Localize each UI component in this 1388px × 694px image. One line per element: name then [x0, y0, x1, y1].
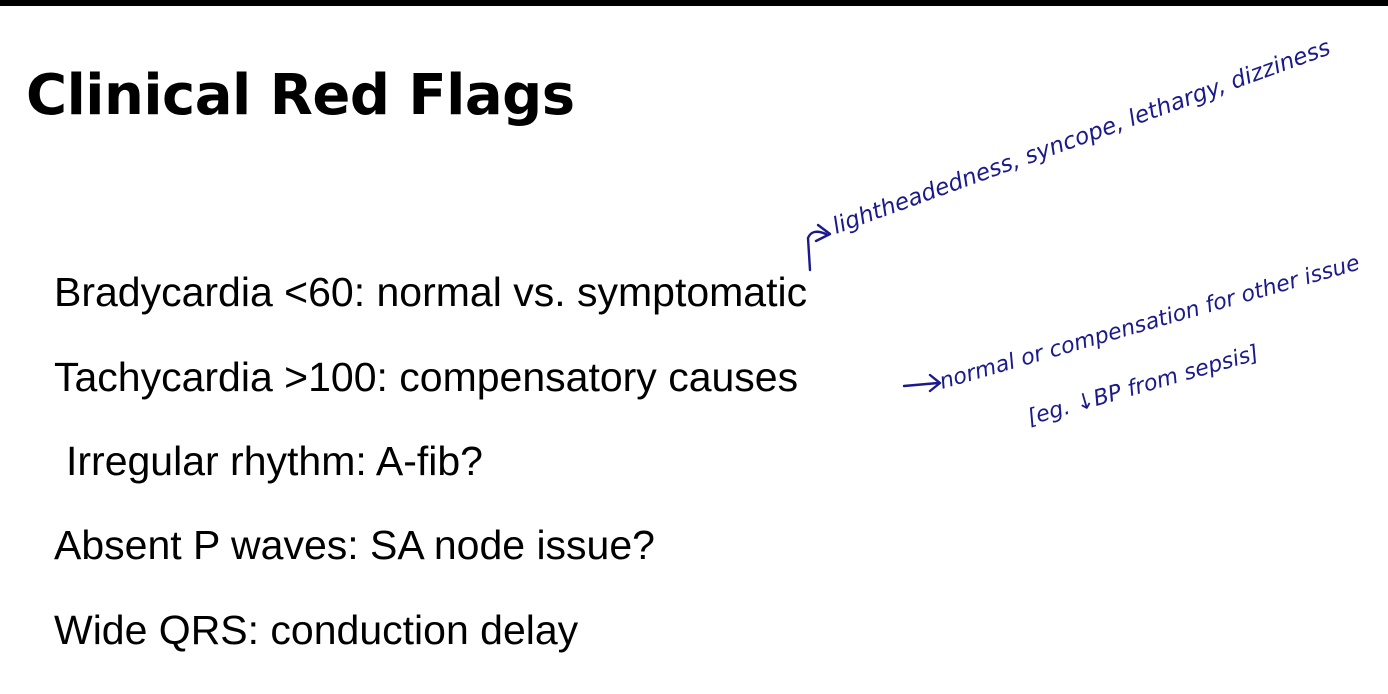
bullet-absent-p-waves: Absent P waves: SA node issue?	[54, 522, 655, 568]
annotation-arrowhead-tachycardia	[928, 373, 942, 393]
bullet-tachycardia: Tachycardia >100: compensatory causes	[54, 354, 799, 400]
annotation-arrow-tachycardia	[902, 381, 940, 388]
slide-title: Clinical Red Flags	[26, 63, 575, 128]
bullet-bradycardia: Bradycardia <60: normal vs. symptomatic	[54, 269, 808, 315]
annotation-symptoms: lightheadedness, syncope, lethargy, dizz…	[829, 35, 1334, 240]
bullet-irregular-rhythm: Irregular rhythm: A-fib?	[66, 438, 483, 484]
annotation-arrow-bradycardia	[806, 230, 828, 272]
annotation-compensation: normal or compensation for other issue	[937, 251, 1363, 395]
annotation-arrowhead-bradycardia	[814, 223, 832, 243]
annotation-sepsis-example: [eg. ↓BP from sepsis]	[1025, 341, 1262, 431]
top-border	[0, 0, 1388, 6]
bullet-wide-qrs: Wide QRS: conduction delay	[54, 607, 579, 653]
